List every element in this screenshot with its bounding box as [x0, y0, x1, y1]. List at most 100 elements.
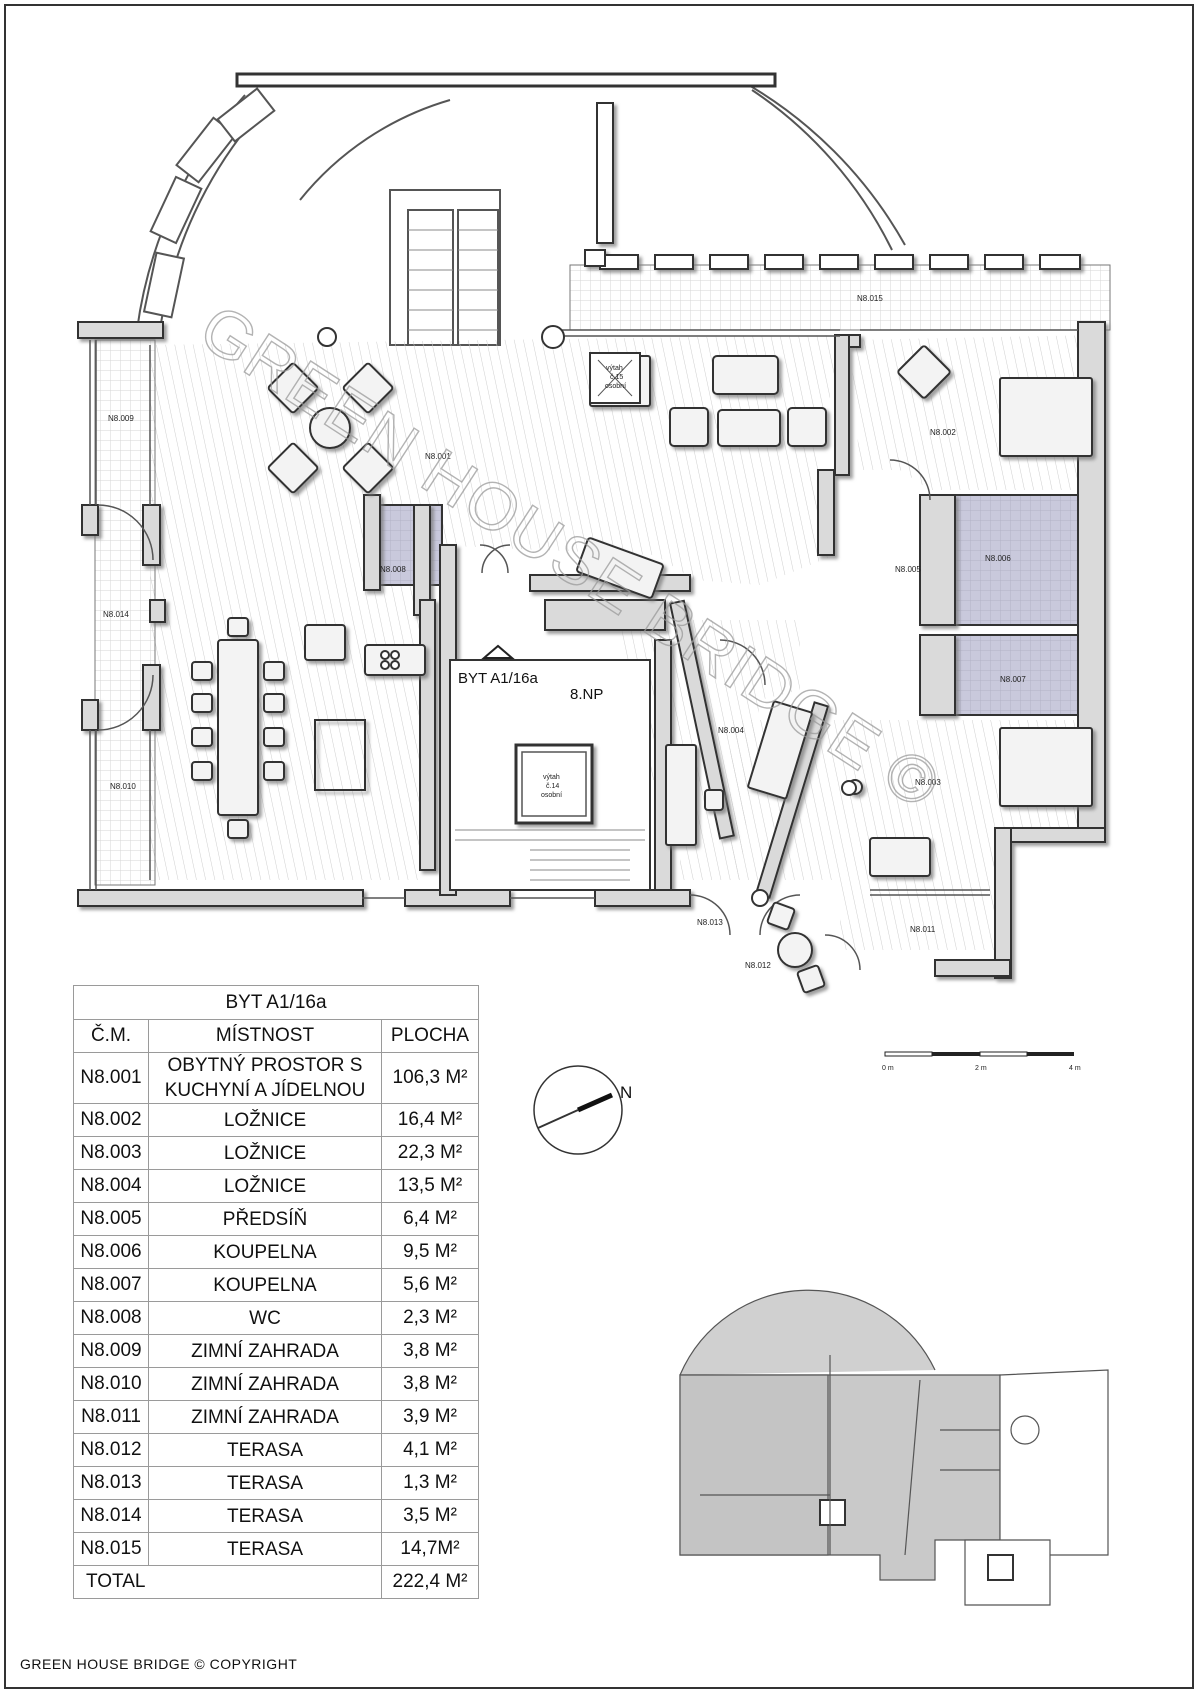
room-schedule-table: BYT A1/16a Č.M. MÍSTNOST PLOCHA N8.001 O…	[73, 985, 479, 1599]
kitchen-unit	[380, 650, 400, 670]
lift-labels: výtah č.15 osobní výtah č.14 osobní	[541, 365, 626, 799]
cell-area: 5,6 M²	[381, 1268, 479, 1302]
svg-text:výtah: výtah	[543, 774, 560, 781]
cell-area: 13,5 M²	[381, 1169, 479, 1203]
top-roof-beam	[235, 72, 777, 88]
apartment-label: BYT A1/16a	[458, 670, 538, 687]
total-area: 222,4 M²	[381, 1565, 479, 1599]
cell-room-line2: KUCHYNÍ A JÍDELNOU	[164, 1080, 366, 1101]
scale-label-4: 4 m	[1069, 1065, 1081, 1072]
header-room: MÍSTNOST	[148, 1019, 382, 1053]
cell-area: 6,4 M²	[381, 1202, 479, 1236]
cell-room: KOUPELNA	[148, 1268, 382, 1302]
header-area: PLOCHA	[381, 1019, 479, 1053]
north-arrow: N	[533, 1065, 632, 1155]
cell-room: TERASA	[148, 1532, 382, 1566]
room-label-n8-007: N8.007	[1000, 675, 1026, 684]
north-label: N	[620, 1083, 632, 1102]
cell-id: N8.012	[73, 1433, 149, 1467]
cell-id: N8.001	[73, 1052, 149, 1104]
bathroom-n8-007	[954, 634, 1101, 716]
table-total-row: TOTAL 222,4 M²	[73, 1565, 479, 1599]
room-label-n8-015: N8.015	[857, 294, 883, 303]
facade-panels	[142, 87, 276, 319]
door-swings	[97, 459, 931, 971]
table-row: N8.001 OBYTNÝ PROSTOR S KUCHYNÍ A JÍDELNO…	[73, 1052, 479, 1104]
cell-area: 3,9 M²	[381, 1400, 479, 1434]
room-label-n8-014: N8.014	[103, 610, 129, 619]
total-label: TOTAL	[73, 1565, 382, 1599]
page-frame	[4, 4, 1194, 1689]
winter-garden-strip	[94, 339, 156, 886]
cell-room: TERASA	[148, 1466, 382, 1500]
cell-room: TERASA	[148, 1433, 382, 1467]
cell-area: 4,1 M²	[381, 1433, 479, 1467]
table-title: BYT A1/16a	[73, 985, 479, 1020]
room-label-n8-002: N8.002	[930, 428, 956, 437]
cell-area: 14,7M²	[381, 1532, 479, 1566]
room-label-n8-008: N8.008	[380, 565, 406, 574]
living-room-floor	[150, 335, 840, 880]
cell-id: N8.015	[73, 1532, 149, 1566]
cell-room: LOŽNICE	[148, 1136, 382, 1170]
cell-room: TERASA	[148, 1499, 382, 1533]
cell-room: LOŽNICE	[148, 1169, 382, 1203]
cell-room: WC	[148, 1301, 382, 1335]
scale-label-0: 0 m	[882, 1065, 894, 1072]
table-title-row: BYT A1/16a	[73, 985, 479, 1020]
key-plan	[679, 1289, 1109, 1606]
entrance-triangle-icon	[481, 644, 515, 659]
cell-room: LOŽNICE	[148, 1103, 382, 1137]
cell-area: 3,5 M²	[381, 1499, 479, 1533]
cell-room: ZIMNÍ ZAHRADA	[148, 1334, 382, 1368]
cell-room-line1: OBYTNÝ PROSTOR S	[167, 1055, 363, 1076]
cell-area: 16,4 M²	[381, 1103, 479, 1137]
svg-text:osobní: osobní	[541, 792, 562, 799]
room-label-n8-006: N8.006	[985, 554, 1011, 563]
room-label-n8-003: N8.003	[915, 778, 941, 787]
stair-treads	[408, 229, 498, 331]
room-label-n8-005: N8.005	[895, 565, 921, 574]
cell-id: N8.007	[73, 1268, 149, 1302]
room-label-n8-009: N8.009	[108, 414, 134, 423]
cell-area: 3,8 M²	[381, 1334, 479, 1368]
cell-room: OBYTNÝ PROSTOR S KUCHYNÍ A JÍDELNOU	[148, 1052, 382, 1104]
floor-label: 8.NP	[570, 686, 603, 703]
svg-text:výtah: výtah	[606, 365, 623, 372]
cell-id: N8.005	[73, 1202, 149, 1236]
cell-id: N8.002	[73, 1103, 149, 1137]
lift-core-stairs	[455, 829, 645, 881]
room-label-n8-004: N8.004	[718, 726, 744, 735]
cell-area: 9,5 M²	[381, 1235, 479, 1269]
cell-area: 3,8 M²	[381, 1367, 479, 1401]
furniture	[191, 345, 1093, 994]
room-label-n8-011: N8.011	[910, 925, 936, 934]
cell-room: ZIMNÍ ZAHRADA	[148, 1400, 382, 1434]
glazing	[89, 329, 1078, 899]
cell-area: 2,3 M²	[381, 1301, 479, 1335]
cell-area: 1,3 M²	[381, 1466, 479, 1500]
cell-area: 106,3 M²	[381, 1052, 479, 1104]
terrace-planters	[584, 102, 1081, 270]
cell-room: ZIMNÍ ZAHRADA	[148, 1367, 382, 1401]
cell-id: N8.009	[73, 1334, 149, 1368]
room-label-n8-012: N8.012	[745, 961, 771, 970]
room-labels: N8.001 N8.002 N8.003 N8.004 N8.005 N8.00…	[103, 294, 1026, 970]
cell-area: 22,3 M²	[381, 1136, 479, 1170]
lift-shaft-15	[589, 352, 641, 404]
cell-id: N8.006	[73, 1235, 149, 1269]
